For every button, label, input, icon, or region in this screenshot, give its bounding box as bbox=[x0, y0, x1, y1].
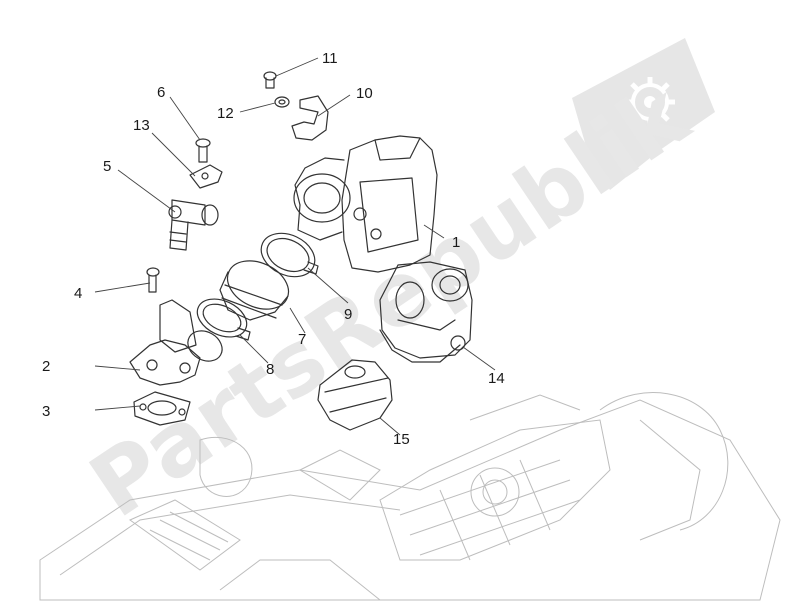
part-label-11: 11 bbox=[322, 50, 338, 67]
throttle-valve-assembly bbox=[379, 261, 473, 363]
part-label-8: 8 bbox=[266, 361, 274, 378]
leader-lines bbox=[94, 57, 496, 436]
part-label-13: 13 bbox=[133, 117, 150, 134]
part-label-3: 3 bbox=[42, 403, 50, 420]
part-label-5: 5 bbox=[103, 158, 111, 175]
part-label-7: 7 bbox=[298, 331, 306, 348]
clamp-ring-upper bbox=[260, 232, 319, 278]
watermark-text: PartsRepublik bbox=[72, 62, 707, 537]
injector-screw bbox=[195, 138, 211, 163]
part-number-labels: 1 2 3 4 5 6 7 8 9 10 11 12 13 14 15 bbox=[42, 50, 505, 448]
hose-clip bbox=[291, 95, 329, 141]
part-label-14: 14 bbox=[488, 370, 505, 387]
throttle-body-housing bbox=[293, 135, 438, 273]
manifold-screw bbox=[146, 267, 160, 293]
clip-screw bbox=[263, 71, 277, 89]
watermark: PartsRepublik bbox=[72, 38, 715, 537]
gear-flag-icon bbox=[572, 38, 715, 190]
part-label-15: 15 bbox=[393, 431, 410, 448]
intake-sleeve bbox=[219, 260, 290, 321]
intake-spacer bbox=[317, 359, 393, 431]
part-label-1: 1 bbox=[452, 234, 460, 251]
clip-washer bbox=[274, 96, 290, 108]
clamp-ring-lower bbox=[196, 298, 251, 341]
manifold-gasket bbox=[133, 391, 191, 426]
part-label-6: 6 bbox=[157, 84, 165, 101]
engine-block-background bbox=[39, 392, 781, 601]
part-label-4: 4 bbox=[74, 285, 82, 302]
injector-bracket bbox=[189, 164, 223, 189]
part-label-2: 2 bbox=[42, 358, 50, 375]
fuel-injector bbox=[168, 199, 219, 251]
part-label-9: 9 bbox=[344, 306, 352, 323]
part-label-12: 12 bbox=[217, 105, 234, 122]
intake-manifold bbox=[129, 299, 223, 386]
part-label-10: 10 bbox=[356, 85, 373, 102]
